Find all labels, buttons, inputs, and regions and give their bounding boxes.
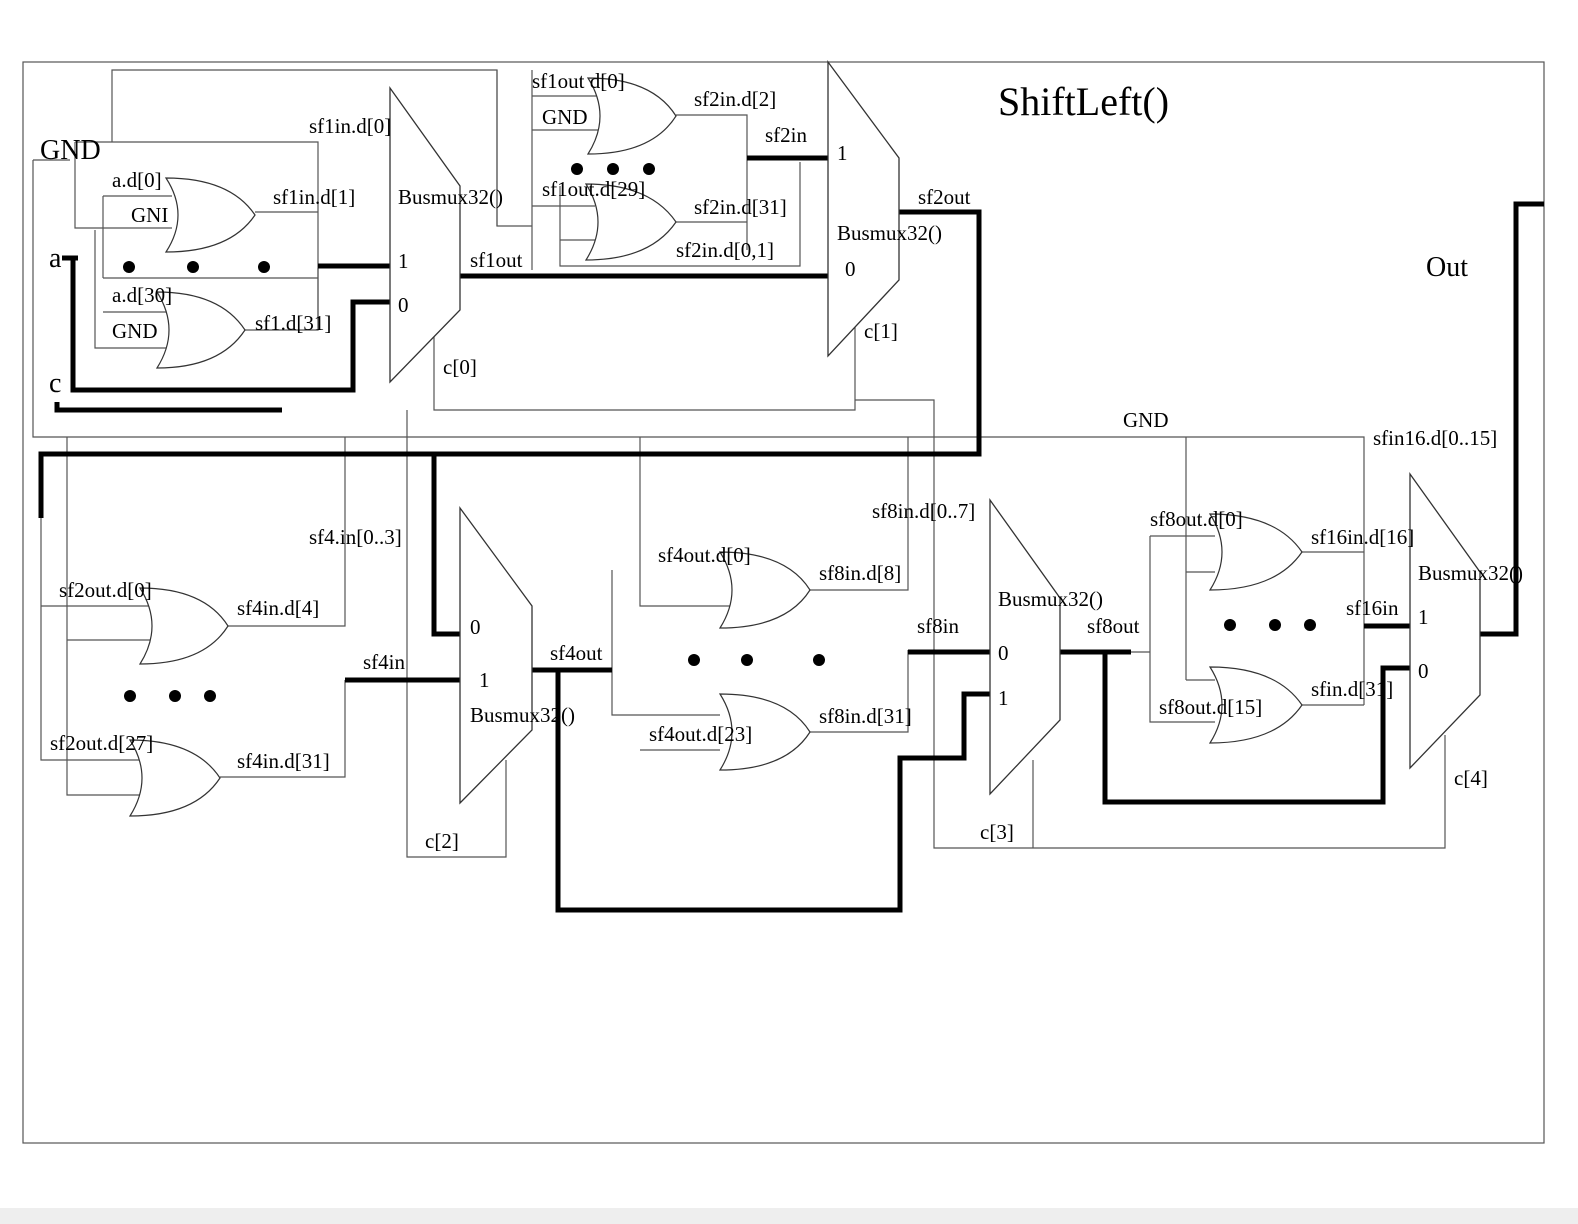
- or-gates: [128, 77, 1303, 817]
- label-sf8out-d15: sf8out.d[15]: [1159, 695, 1262, 719]
- label-sfin16-range: sfin16.d[0..15]: [1373, 426, 1497, 450]
- label-sf1out-d0: sf1out d[0]: [532, 69, 625, 93]
- label-sf2in-d01: sf2in.d[0,1]: [676, 238, 774, 262]
- label-c3: c[3]: [980, 820, 1014, 844]
- label-sf1in-d1: sf1in.d[1]: [273, 185, 355, 209]
- or-gate-s4-bottom: [718, 693, 811, 771]
- or-gate-s3-bottom: [128, 739, 221, 817]
- label-sf2in: sf2in: [765, 123, 808, 147]
- label-sf1out: sf1out: [470, 248, 523, 272]
- label-gnd-b: GND: [112, 319, 158, 343]
- mux4-pin0: 0: [998, 641, 1009, 665]
- label-sf4out-d0: sf4out.d[0]: [658, 543, 751, 567]
- label-gnd-a: GNI: [131, 203, 168, 227]
- label-sf1out-d29: sf1out.d[29]: [542, 177, 645, 201]
- gnd-top-label: GND: [40, 135, 101, 166]
- label-sf16in: sf16in: [1346, 596, 1399, 620]
- ellipsis-dots: [123, 163, 1316, 702]
- label-sf1in-d0: sf1in.d[0]: [309, 114, 391, 138]
- label-sf4out: sf4out: [550, 641, 603, 665]
- mux1-pin1: 1: [398, 249, 409, 273]
- label-sf8out: sf8out: [1087, 614, 1140, 638]
- label-sf2in-d2: sf2in.d[2]: [694, 87, 776, 111]
- busmux-5: [1409, 471, 1481, 770]
- label-sf2in-d31: sf2in.d[31]: [694, 195, 787, 219]
- label-c0: c[0]: [443, 355, 477, 379]
- or-gate-s1-bottom: [155, 291, 246, 369]
- label-sf8out-d0: sf8out.d[0]: [1150, 507, 1243, 531]
- mux1-pin0: 0: [398, 293, 409, 317]
- mux1-label: Busmux32(): [398, 185, 503, 209]
- label-c4: c[4]: [1454, 766, 1488, 790]
- thin-wiring: [32, 69, 1446, 858]
- mux3-label: Busmux32(): [470, 703, 575, 727]
- mux2-pin1: 1: [837, 141, 848, 165]
- busmux-3: [459, 506, 533, 805]
- label-ad0: a.d[0]: [112, 168, 162, 192]
- or-gate-s1-top: [164, 177, 256, 253]
- label-sf4in-d4: sf4in.d[4]: [237, 596, 319, 620]
- label-sf16in-d16: sf16in.d[16]: [1311, 525, 1414, 549]
- or-gate-s2-bottom: [584, 183, 677, 261]
- output-label: Out: [1426, 252, 1468, 283]
- label-gnd-s2: GND: [542, 105, 588, 129]
- bus-wiring: [38, 155, 1544, 913]
- busmux-4: [989, 497, 1061, 796]
- multiplexers: [389, 60, 1481, 805]
- label-sf4in-range: sf4.in[0..3]: [309, 525, 402, 549]
- label-c1: c[1]: [864, 319, 898, 343]
- diagram-frame: [22, 61, 1545, 1144]
- mux5-pin1: 1: [1418, 605, 1429, 629]
- label-sf8in-range: sf8in.d[0..7]: [872, 499, 975, 523]
- diagram-title: ShiftLeft(): [998, 79, 1169, 124]
- busmux-1: [389, 85, 461, 384]
- or-gate-s5-top: [1208, 513, 1303, 591]
- mux3-pin1: 1: [479, 668, 490, 692]
- or-gate-s3-top: [138, 587, 229, 665]
- label-sf4out-d23: sf4out.d[23]: [649, 722, 752, 746]
- label-sf8in-d31: sf8in.d[31]: [819, 704, 912, 728]
- label-sfin-d31: sfin.d[31]: [1311, 677, 1393, 701]
- busmux-2: [827, 60, 900, 358]
- label-sf8in-d8: sf8in.d[8]: [819, 561, 901, 585]
- label-gnd-s5: GND: [1123, 408, 1169, 432]
- label-sf4in: sf4in: [363, 650, 406, 674]
- label-ad30: a.d[30]: [112, 283, 172, 307]
- or-gate-s2-top: [586, 77, 677, 155]
- or-gate-s5-bottom: [1208, 666, 1303, 744]
- mux5-label: Busmux32(): [1418, 561, 1523, 585]
- label-sf4in-d31: sf4in.d[31]: [237, 749, 330, 773]
- label-sf1-d31: sf1.d[31]: [255, 311, 331, 335]
- mux5-pin0: 0: [1418, 659, 1429, 683]
- label-sf2out-d0: sf2out.d[0]: [59, 578, 152, 602]
- mux3-pin0: 0: [470, 615, 481, 639]
- mux4-label: Busmux32(): [998, 587, 1103, 611]
- input-a-label: a: [49, 243, 62, 274]
- mux2-label: Busmux32(): [837, 221, 942, 245]
- mux4-pin1: 1: [998, 686, 1009, 710]
- label-sf8in: sf8in: [917, 614, 960, 638]
- mux2-pin0: 0: [845, 257, 856, 281]
- label-sf2out: sf2out: [918, 185, 971, 209]
- input-c-label: c: [49, 368, 61, 399]
- label-sf2out-d27: sf2out.d[27]: [50, 731, 153, 755]
- bottom-scroll-strip: [0, 1208, 1578, 1224]
- label-c2: c[2]: [425, 829, 459, 853]
- or-gate-s4-top: [718, 551, 811, 629]
